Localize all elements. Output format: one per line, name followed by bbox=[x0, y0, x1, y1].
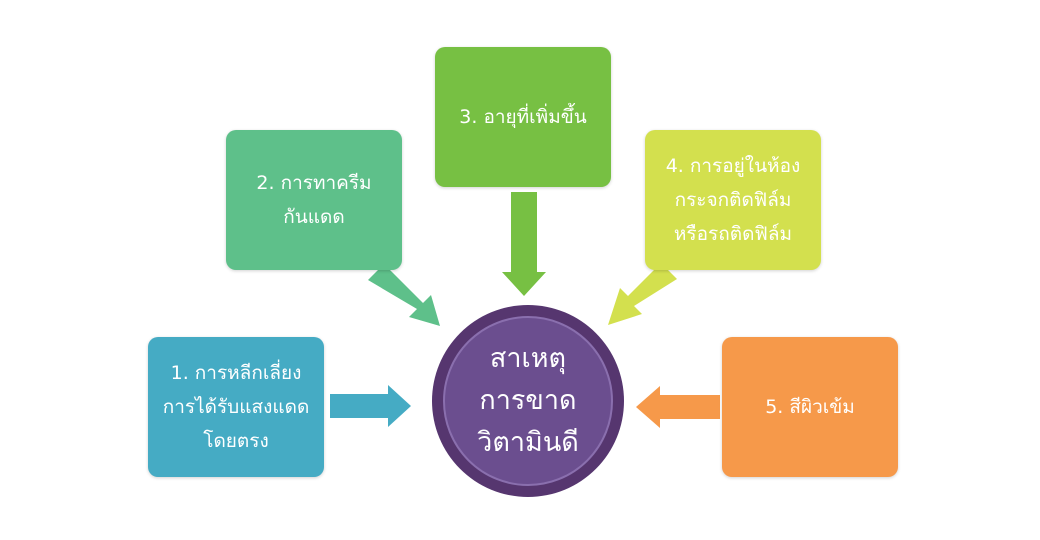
cause-box-2-label: 2. การทาครีม กันแดด bbox=[256, 172, 372, 228]
cause-box-5-label: 5. สีผิวเข้ม bbox=[765, 396, 855, 418]
cause-box-3: 3. อายุที่เพิ่มขึ้น bbox=[435, 47, 611, 187]
center-label-wrap: สาเหตุ การขาด วิตามินดี bbox=[443, 316, 613, 486]
arrow-box4-to-center bbox=[608, 263, 677, 325]
cause-box-4: 4. การอยู่ในห้อง กระจกติดฟิล์ม หรือรถติด… bbox=[645, 130, 821, 270]
cause-box-1: 1. การหลีกเลี่ยง การได้รับแสงแดด โดยตรง bbox=[148, 337, 324, 477]
center-circle bbox=[444, 317, 612, 485]
cause-box-4-label: 4. การอยู่ในห้อง กระจกติดฟิล์ม หรือรถติด… bbox=[665, 155, 801, 245]
cause-box-2: 2. การทาครีม กันแดด bbox=[226, 130, 402, 270]
arrow-box3-to-center bbox=[502, 192, 546, 296]
arrow-box1-to-center bbox=[330, 385, 411, 427]
cause-box-3-label: 3. อายุที่เพิ่มขึ้น bbox=[459, 106, 587, 128]
arrow-box2-to-center bbox=[368, 264, 440, 326]
arrow-box5-to-center bbox=[636, 386, 720, 428]
center-circle-inner-ring bbox=[443, 316, 613, 486]
cause-box-1-label: 1. การหลีกเลี่ยง การได้รับแสงแดด โดยตรง bbox=[162, 362, 310, 452]
center-label: สาเหตุ การขาด วิตามินดี bbox=[477, 343, 579, 458]
cause-box-5: 5. สีผิวเข้ม bbox=[722, 337, 898, 477]
